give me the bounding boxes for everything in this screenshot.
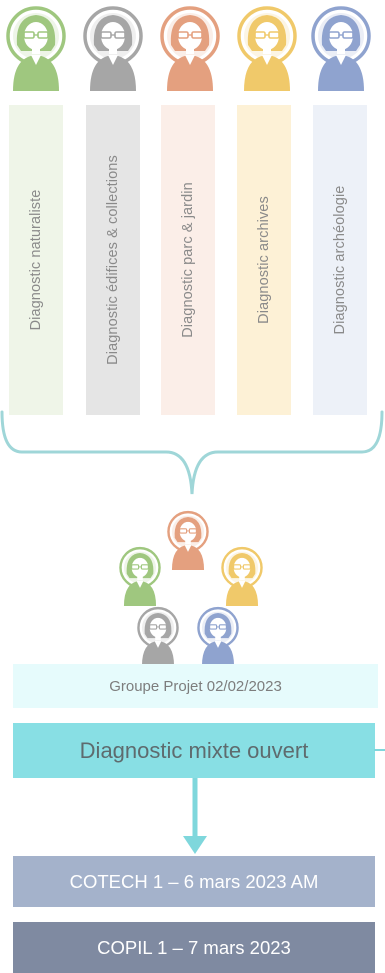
naturalist-person-icon	[6, 6, 66, 91]
archaeology-person-icon	[197, 606, 239, 666]
role-column-edifices: Diagnostic édifices & collections	[86, 105, 140, 415]
buildings-person-icon	[137, 606, 179, 666]
archaeology-person-icon	[311, 6, 371, 91]
role-label: Diagnostic naturaliste	[28, 189, 44, 331]
avatar-archives	[236, 5, 298, 91]
mixed-diagnostic-bar: Diagnostic mixte ouvert	[13, 723, 375, 778]
avatar-naturaliste	[5, 5, 67, 91]
right-connector-line	[374, 749, 385, 751]
mixed-diagnostic-label: Diagnostic mixte ouvert	[79, 737, 309, 763]
avatar-edifices	[82, 5, 144, 91]
role-column-archeologie: Diagnostic archéologie	[313, 105, 367, 415]
naturalist-person-icon	[119, 546, 161, 606]
role-label: Diagnostic parc & jardin	[180, 182, 196, 338]
down-arrow	[183, 778, 207, 854]
buildings-person-icon	[83, 6, 143, 91]
cluster-avatar-archives	[218, 546, 266, 606]
cotech-label: COTECH 1 – 6 mars 2023 AM	[69, 870, 319, 892]
role-column-archives: Diagnostic archives	[237, 105, 291, 415]
cluster-avatar-naturaliste	[116, 546, 164, 606]
role-label: Diagnostic archéologie	[332, 185, 348, 335]
role-label: Diagnostic archives	[256, 196, 272, 324]
role-column-naturaliste: Diagnostic naturaliste	[9, 105, 63, 415]
cluster-avatar-parc	[164, 510, 212, 570]
down-arrow-head	[183, 836, 207, 854]
cluster-avatar-edifices	[134, 606, 182, 666]
group-project-bar: Groupe Projet 02/02/2023	[13, 664, 378, 708]
cluster-avatar-archeologie	[194, 606, 242, 666]
copil-bar: COPIL 1 – 7 mars 2023	[13, 922, 375, 973]
group-project-label: Groupe Projet 02/02/2023	[109, 677, 282, 695]
grouping-bracket	[0, 410, 384, 495]
role-column-parc: Diagnostic parc & jardin	[161, 105, 215, 415]
garden-person-icon	[167, 510, 209, 570]
avatar-parc	[159, 5, 221, 91]
role-label: Diagnostic édifices & collections	[105, 155, 121, 365]
bracket-path	[0, 410, 384, 495]
cotech-bar: COTECH 1 – 6 mars 2023 AM	[13, 856, 375, 907]
garden-person-icon	[160, 6, 220, 91]
archives-person-icon	[237, 6, 297, 91]
archives-person-icon	[221, 546, 263, 606]
copil-label: COPIL 1 – 7 mars 2023	[97, 936, 291, 958]
avatar-archeologie	[310, 5, 372, 91]
